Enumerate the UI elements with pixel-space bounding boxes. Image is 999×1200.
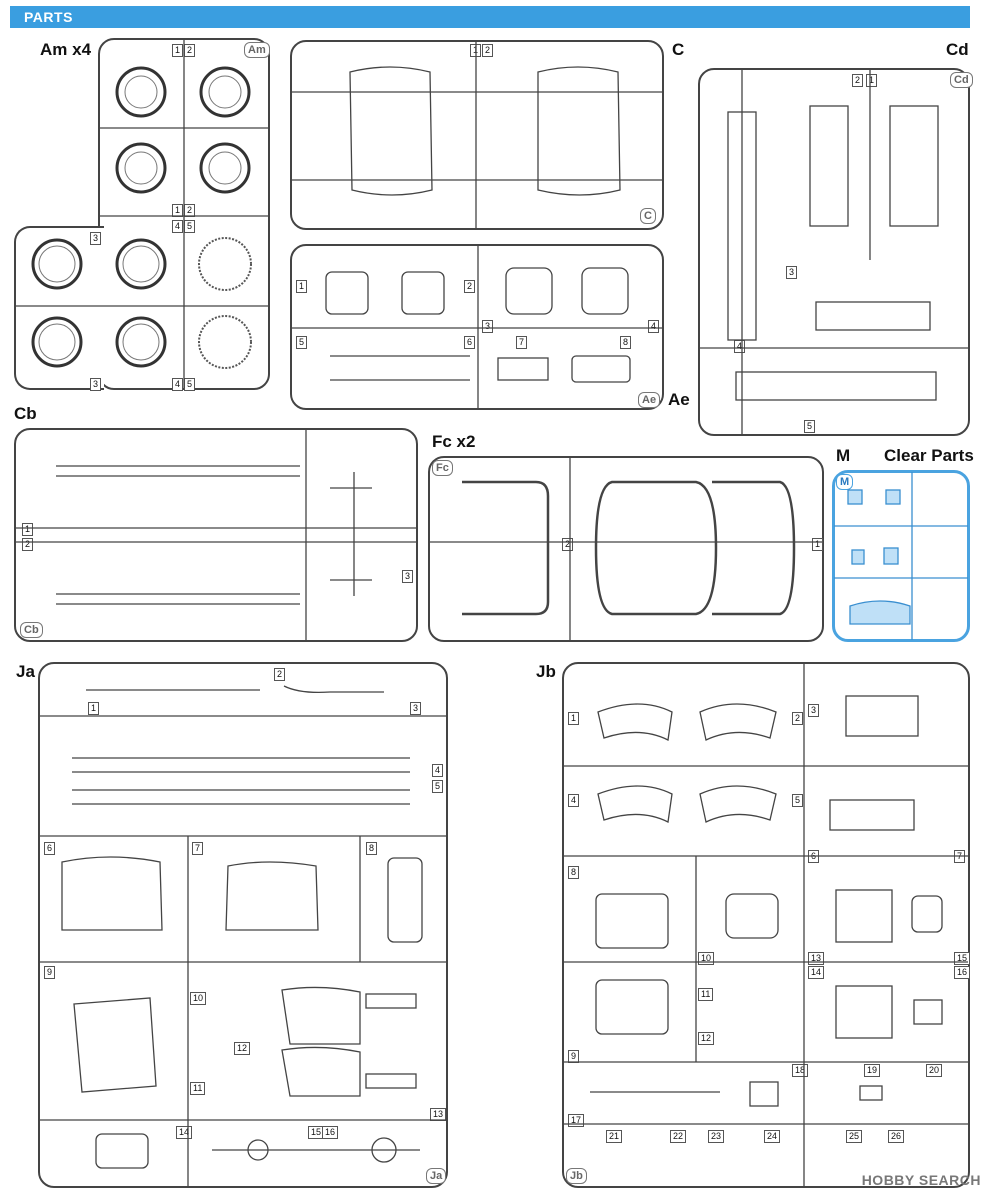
part-number: 3: [410, 702, 422, 715]
sprue-fc-title: Fc x2: [432, 432, 476, 451]
sprue-ae-tag: Ae: [638, 392, 661, 408]
part-number: 1: [812, 538, 824, 551]
sprue-cd-frame: [698, 68, 970, 436]
sprue-m-tag: M: [836, 474, 854, 490]
part-number: 2: [792, 712, 804, 725]
part-number: 4: [432, 764, 444, 777]
part-number: 16: [322, 1126, 339, 1139]
part-number: 25: [846, 1130, 863, 1143]
parts-title: PARTS: [24, 9, 73, 25]
part-number: 5: [804, 420, 816, 433]
part-number: 2: [852, 74, 864, 87]
sprue-fc-tag: Fc: [432, 460, 453, 476]
part-number: 9: [44, 966, 56, 979]
sprue-cd-title: Cd: [946, 40, 969, 59]
part-number: 2: [562, 538, 574, 551]
sprue-ja-title: Ja: [16, 662, 35, 681]
part-number: 13: [430, 1108, 447, 1121]
part-number: 19: [864, 1064, 881, 1077]
sprue-am-tag: Am: [244, 42, 270, 58]
part-number: 3: [786, 266, 798, 279]
part-number: 26: [888, 1130, 905, 1143]
sprue-cb-frame: [14, 428, 418, 642]
part-number: 4: [568, 794, 580, 807]
sprue-jb-title: Jb: [536, 662, 556, 681]
part-number: 1: [866, 74, 878, 87]
part-number: 5: [296, 336, 308, 349]
part-number: 8: [620, 336, 632, 349]
part-number: 4: [172, 378, 184, 391]
part-number: 12: [234, 1042, 251, 1055]
part-number: 2: [274, 668, 286, 681]
part-number: 12: [698, 1032, 715, 1045]
sprue-ae-title: Ae: [668, 390, 690, 409]
part-number: 16: [954, 966, 971, 979]
part-number: 10: [190, 992, 207, 1005]
part-number: 8: [568, 866, 580, 879]
part-number: 8: [366, 842, 378, 855]
part-number: 1: [568, 712, 580, 725]
part-number: 2: [464, 280, 476, 293]
sprue-c-title: C: [672, 40, 685, 59]
part-number: 5: [792, 794, 804, 807]
part-number: 3: [402, 570, 414, 583]
sprue-c-tag: C: [640, 208, 656, 224]
part-number: 23: [708, 1130, 725, 1143]
sprue-am-title: Am x4: [40, 40, 92, 59]
sprue-jb-frame: [562, 662, 970, 1188]
part-number: 20: [926, 1064, 943, 1077]
part-number: 6: [44, 842, 56, 855]
part-number: 11: [190, 1082, 206, 1095]
watermark: HOBBY SEARCH: [861, 1172, 981, 1188]
sprue-fc-frame: [428, 456, 824, 642]
part-number: 3: [808, 704, 820, 717]
sprue-ja-tag: Ja: [426, 1168, 447, 1184]
part-number: 21: [606, 1130, 623, 1143]
part-number: 4: [648, 320, 660, 333]
part-number: 3: [90, 232, 102, 245]
part-number: 7: [516, 336, 528, 349]
sprue-cb-tag: Cb: [20, 622, 43, 638]
sprue-m-title: M: [836, 446, 851, 465]
part-number: 14: [808, 966, 825, 979]
part-number: 3: [482, 320, 494, 333]
sprue-cd-tag: Cd: [950, 72, 973, 88]
part-number: 2: [22, 538, 34, 551]
sprue-cb-title: Cb: [14, 404, 37, 423]
part-number: 2: [482, 44, 494, 57]
part-number: 1: [22, 523, 34, 536]
part-number: 4: [172, 220, 184, 233]
part-number: 1: [88, 702, 100, 715]
sprue-jb-tag: Jb: [566, 1168, 587, 1184]
part-number: 24: [764, 1130, 781, 1143]
sprue-m-subtitle: Clear Parts: [884, 446, 974, 465]
sprue-ja-frame: [38, 662, 448, 1188]
part-number: 1: [172, 44, 184, 57]
part-number: 3: [90, 378, 102, 391]
part-number: 6: [464, 336, 476, 349]
sprue-am-frame-left: [14, 226, 104, 390]
part-number: 5: [432, 780, 444, 793]
parts-header: PARTS: [10, 6, 970, 28]
part-number: 22: [670, 1130, 687, 1143]
part-number: 11: [698, 988, 714, 1001]
part-number: 7: [192, 842, 204, 855]
part-number: 1: [296, 280, 308, 293]
